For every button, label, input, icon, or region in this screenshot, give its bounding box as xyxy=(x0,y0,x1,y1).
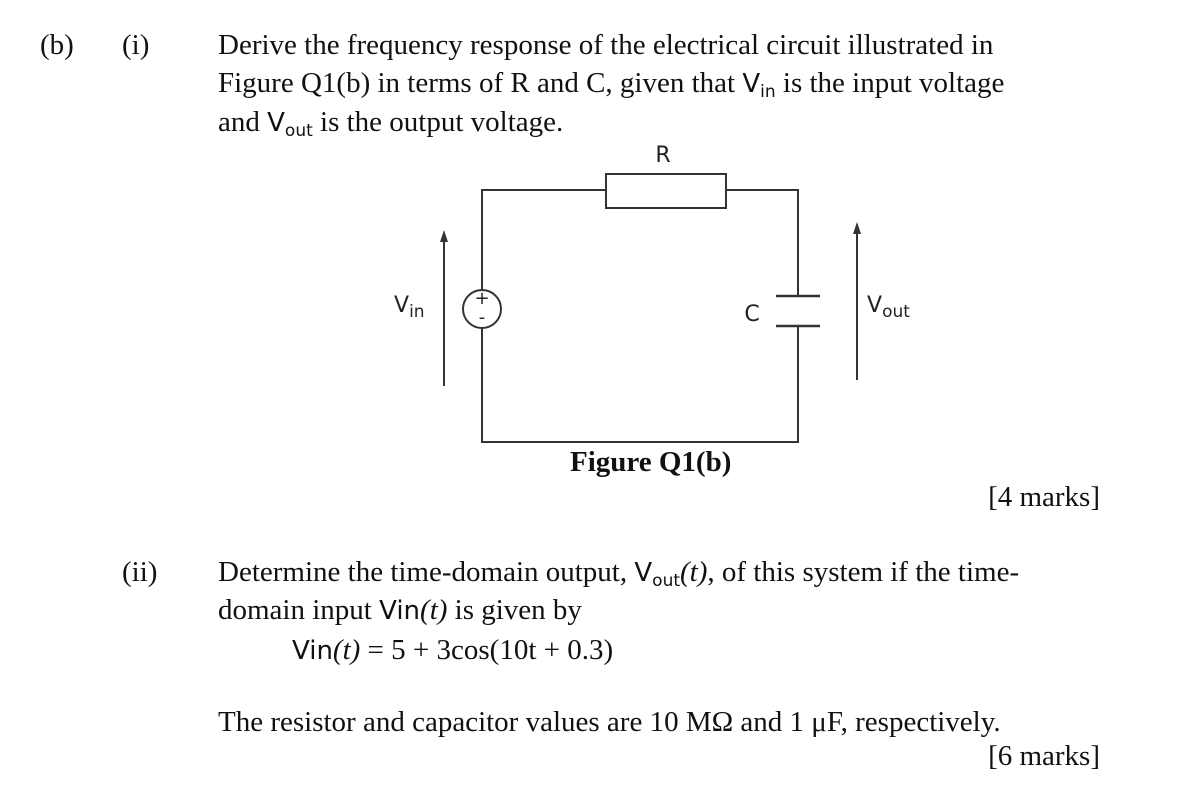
sub-i-line-2: Figure Q1(b) in terms of R and C, given … xyxy=(218,64,1004,106)
vin-arrow-head xyxy=(440,230,448,242)
vout-t-subscript: out xyxy=(652,571,681,591)
sub-i-label: (i) xyxy=(122,29,150,61)
equation-vin: Vin xyxy=(292,636,333,666)
sub-i-line-2-suffix: is the input voltage xyxy=(775,67,1005,99)
vout-arrow-head xyxy=(853,222,861,234)
sub-ii-line-2: domain input Vin(t) is given by xyxy=(218,591,582,630)
vin-t-symbol: Vin xyxy=(379,596,421,626)
sub-i-line-2-prefix: Figure Q1(b) in terms of R and C, given … xyxy=(218,67,743,99)
equation-rhs: = 5 + 3cos(10t + 0.3) xyxy=(360,634,614,666)
sub-ii-line-2-suffix: is given by xyxy=(447,594,582,626)
sub-ii-marks: [6 marks] xyxy=(988,740,1100,772)
vout-subscript: out xyxy=(284,121,313,141)
wire-bottom xyxy=(481,326,799,443)
resistor-label: R xyxy=(655,143,670,168)
source-minus-sign: - xyxy=(479,307,486,328)
figure-caption: Figure Q1(b) xyxy=(570,446,732,478)
sub-ii-line-3: The resistor and capacitor values are 10… xyxy=(218,706,1001,738)
voltage-source-symbol xyxy=(462,289,502,329)
sub-i-line-3-prefix: and xyxy=(218,106,268,138)
resistor-symbol xyxy=(605,173,727,209)
sub-ii-label: (ii) xyxy=(122,556,158,588)
vout-symbol: V xyxy=(267,108,285,138)
equation-t: (t) xyxy=(332,634,361,666)
sub-i-line-3: and Vout is the output voltage. xyxy=(218,103,563,145)
vin-symbol: V xyxy=(742,69,761,99)
vout-t-symbol: V xyxy=(634,558,653,588)
circuit-diagram: R C + - Vin Vout xyxy=(394,143,910,443)
sub-i-line-3-suffix: is the output voltage. xyxy=(312,106,564,138)
source-plus-sign: + xyxy=(474,288,489,309)
sub-i-line-1: Derive the frequency response of the ele… xyxy=(218,29,994,61)
vin-subscript: in xyxy=(760,82,776,102)
wire-left-top xyxy=(481,189,606,316)
vin-t-argument: (t) xyxy=(420,594,448,626)
sub-ii-line-1-suffix: , of this system if the time- xyxy=(707,556,1020,588)
wire-right-top xyxy=(726,189,799,296)
sub-i-marks: [4 marks] xyxy=(988,481,1100,513)
vout-figure-label: Vout xyxy=(867,293,910,322)
sub-ii-line-1-prefix: Determine the time-domain output, xyxy=(218,556,635,588)
sub-ii-line-1: Determine the time-domain output, Vout(t… xyxy=(218,553,1019,595)
sub-ii-line-2-prefix: domain input xyxy=(218,594,380,626)
input-equation: Vin(t) = 5 + 3cos(10t + 0.3) xyxy=(292,631,613,670)
capacitor-label: C xyxy=(744,302,759,327)
vout-t-argument: (t) xyxy=(680,556,708,588)
part-b-label: (b) xyxy=(40,29,74,61)
vin-figure-label: Vin xyxy=(394,293,425,322)
